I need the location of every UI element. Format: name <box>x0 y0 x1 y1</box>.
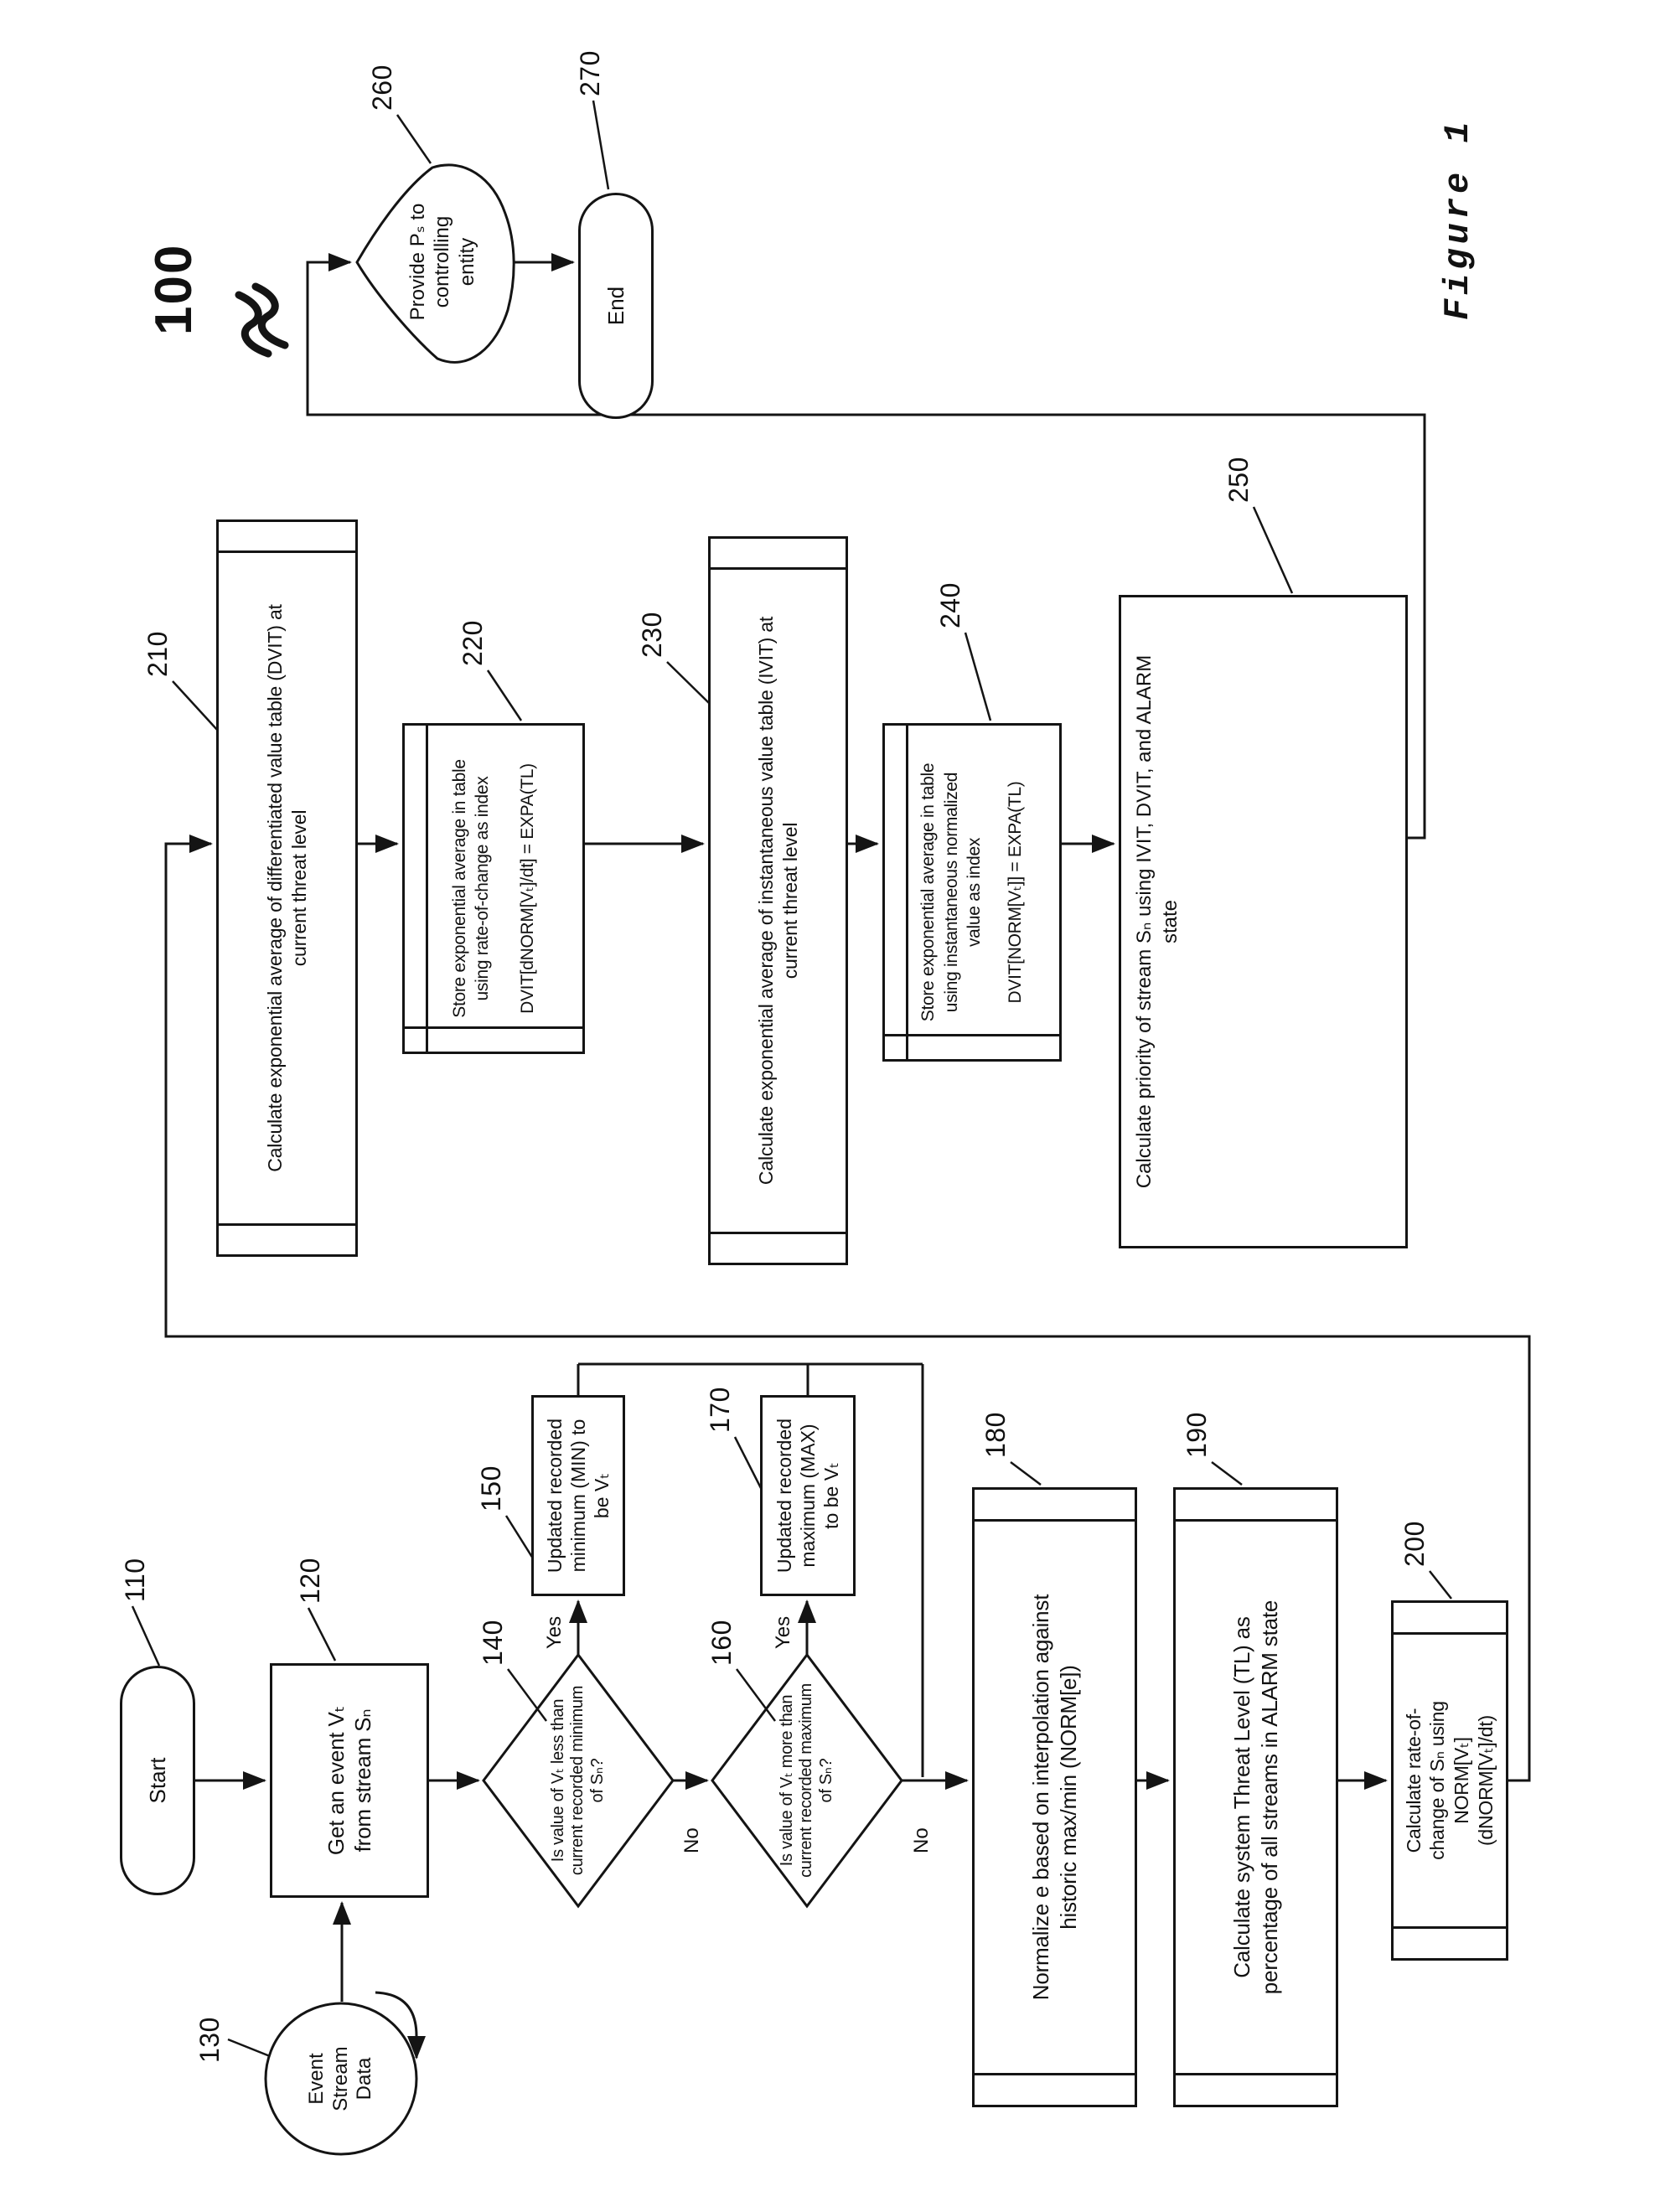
ref-240: 240 <box>935 582 965 628</box>
ref-100-squiggle-icon <box>235 291 272 358</box>
predefined-bar <box>1394 1926 1506 1929</box>
process-threat-level-text: Calculate system Threat Level (TL) as pe… <box>1229 1600 1282 1995</box>
no-label-max: No <box>910 1827 933 1853</box>
figure-caption: Figure 1 <box>1438 117 1478 320</box>
no-label-min: No <box>680 1827 703 1853</box>
process-rate-of-change-text: Calculate rate-of- change of Sₙ using NO… <box>1402 1701 1497 1860</box>
ref-210: 210 <box>142 631 173 677</box>
card-edge-line <box>906 726 908 1059</box>
leader-190 <box>1211 1461 1243 1486</box>
predefined-bar <box>711 1232 846 1234</box>
process-update-max: Updated recorded maximum (MAX) to be Vₜ <box>760 1395 856 1596</box>
process-priority-text: Calculate priority of stream Sₙ using IV… <box>1133 654 1182 1189</box>
leader-210 <box>172 680 219 731</box>
process-store-dvit: Store exponential average in table using… <box>402 723 585 1054</box>
edge-stream-into-event-data <box>375 1991 426 2060</box>
leader-220 <box>486 669 523 721</box>
predefined-bar <box>975 2073 1135 2075</box>
leader-200 <box>1429 1570 1452 1600</box>
end-label: End <box>603 286 628 326</box>
predefined-bar <box>1176 2073 1336 2075</box>
process-dvit-average: Calculate exponential average of differe… <box>216 519 358 1257</box>
process-store-ivit-formula: DVIT[NORM[Vₜ]] = EXPA(TL) <box>1006 781 1026 1004</box>
process-update-min: Updated recorded minimum (MIN) to be Vₜ <box>531 1395 625 1596</box>
leader-170 <box>733 1436 763 1491</box>
leader-260 <box>396 114 432 164</box>
decision-min-text: Is value of Vₜ less than current recorde… <box>548 1685 607 1876</box>
leader-240 <box>964 632 992 721</box>
leader-120 <box>307 1607 337 1662</box>
process-get-event: Get an event Vₜ from stream Sₙ <box>270 1663 429 1898</box>
ref-270: 270 <box>575 50 605 96</box>
predefined-bar <box>219 1223 355 1226</box>
ref-150: 150 <box>476 1465 506 1512</box>
provide-ps-shape <box>355 163 515 364</box>
ref-130: 130 <box>194 2017 225 2063</box>
start-label: Start <box>144 1757 170 1804</box>
ref-170: 170 <box>705 1387 735 1433</box>
leader-160 <box>735 1668 777 1722</box>
predefined-bar <box>975 1519 1135 1522</box>
yes-label-max: Yes <box>772 1615 794 1649</box>
card-edge-line <box>885 1034 1059 1036</box>
ref-260: 260 <box>367 65 397 111</box>
leader-110 <box>131 1605 161 1667</box>
process-store-ivit: Store exponential average in table using… <box>882 723 1062 1062</box>
leader-140 <box>506 1668 548 1722</box>
process-store-dvit-text: Store exponential average in table using… <box>450 759 493 1018</box>
edge-priority-to-provide <box>306 253 1426 840</box>
ref-120: 120 <box>295 1558 325 1604</box>
decision-min-diamond <box>482 1652 675 1909</box>
process-rate-of-change: Calculate rate-of- change of Sₙ using NO… <box>1391 1600 1508 1961</box>
predefined-bar <box>711 567 846 570</box>
edge-rate-to-dvit-average <box>164 835 1531 1782</box>
decision-max-text: Is value of Vₜ more than current recorde… <box>777 1683 835 1878</box>
process-ivit-average-text: Calculate exponential average of instant… <box>754 616 801 1186</box>
process-update-min-text: Updated recorded minimum (MIN) to be Vₜ <box>543 1418 613 1574</box>
ref-220: 220 <box>458 620 488 666</box>
leader-180 <box>1010 1461 1042 1486</box>
process-store-ivit-text: Store exponential average in table using… <box>918 762 984 1022</box>
process-priority: Calculate priority of stream Sₙ using IV… <box>1119 595 1408 1248</box>
ref-180: 180 <box>980 1412 1011 1458</box>
predefined-bar <box>219 550 355 553</box>
leader-130 <box>227 2038 271 2058</box>
process-normalize: Normalize e based on interpolation again… <box>972 1487 1137 2107</box>
predefined-bar <box>1176 1519 1336 1522</box>
ref-160: 160 <box>706 1620 737 1666</box>
process-threat-level: Calculate system Threat Level (TL) as pe… <box>1173 1487 1338 2107</box>
end-terminal: End <box>578 193 654 419</box>
ref-110: 110 <box>120 1558 150 1602</box>
ref-140: 140 <box>478 1620 508 1666</box>
ref-250: 250 <box>1223 457 1254 503</box>
predefined-bar <box>1394 1632 1506 1635</box>
process-update-max-text: Updated recorded maximum (MAX) to be Vₜ <box>773 1418 843 1574</box>
provide-ps-text: Provide Pₛ to controlling entity <box>406 203 478 321</box>
leader-150 <box>504 1515 535 1559</box>
event-stream-data-circle <box>264 2002 418 2156</box>
card-edge-line <box>405 1026 582 1029</box>
process-normalize-text: Normalize e based on interpolation again… <box>1028 1594 1081 2001</box>
ref-190: 190 <box>1182 1412 1212 1458</box>
leader-230 <box>666 661 711 705</box>
ref-200: 200 <box>1399 1521 1430 1567</box>
ref-100-squiggle-icon <box>251 282 289 349</box>
leader-250 <box>1252 506 1294 594</box>
event-stream-data-text: Event Stream Data <box>304 2046 376 2111</box>
process-ivit-average: Calculate exponential average of instant… <box>708 536 848 1265</box>
ref-100-figure-number: 100 <box>145 243 203 335</box>
decision-max-diamond <box>711 1652 903 1909</box>
process-get-event-text: Get an event Vₜ from stream Sₙ <box>323 1705 376 1856</box>
start-terminal: Start <box>120 1666 195 1895</box>
card-edge-line <box>426 726 428 1052</box>
yes-label-min: Yes <box>543 1615 566 1649</box>
leader-270 <box>592 100 610 190</box>
process-dvit-average-text: Calculate exponential average of differe… <box>263 604 310 1172</box>
ref-230: 230 <box>637 612 667 658</box>
process-store-dvit-formula: DVIT[dNORM[Vₜ]/dt] = EXPA(TL) <box>517 763 537 1014</box>
